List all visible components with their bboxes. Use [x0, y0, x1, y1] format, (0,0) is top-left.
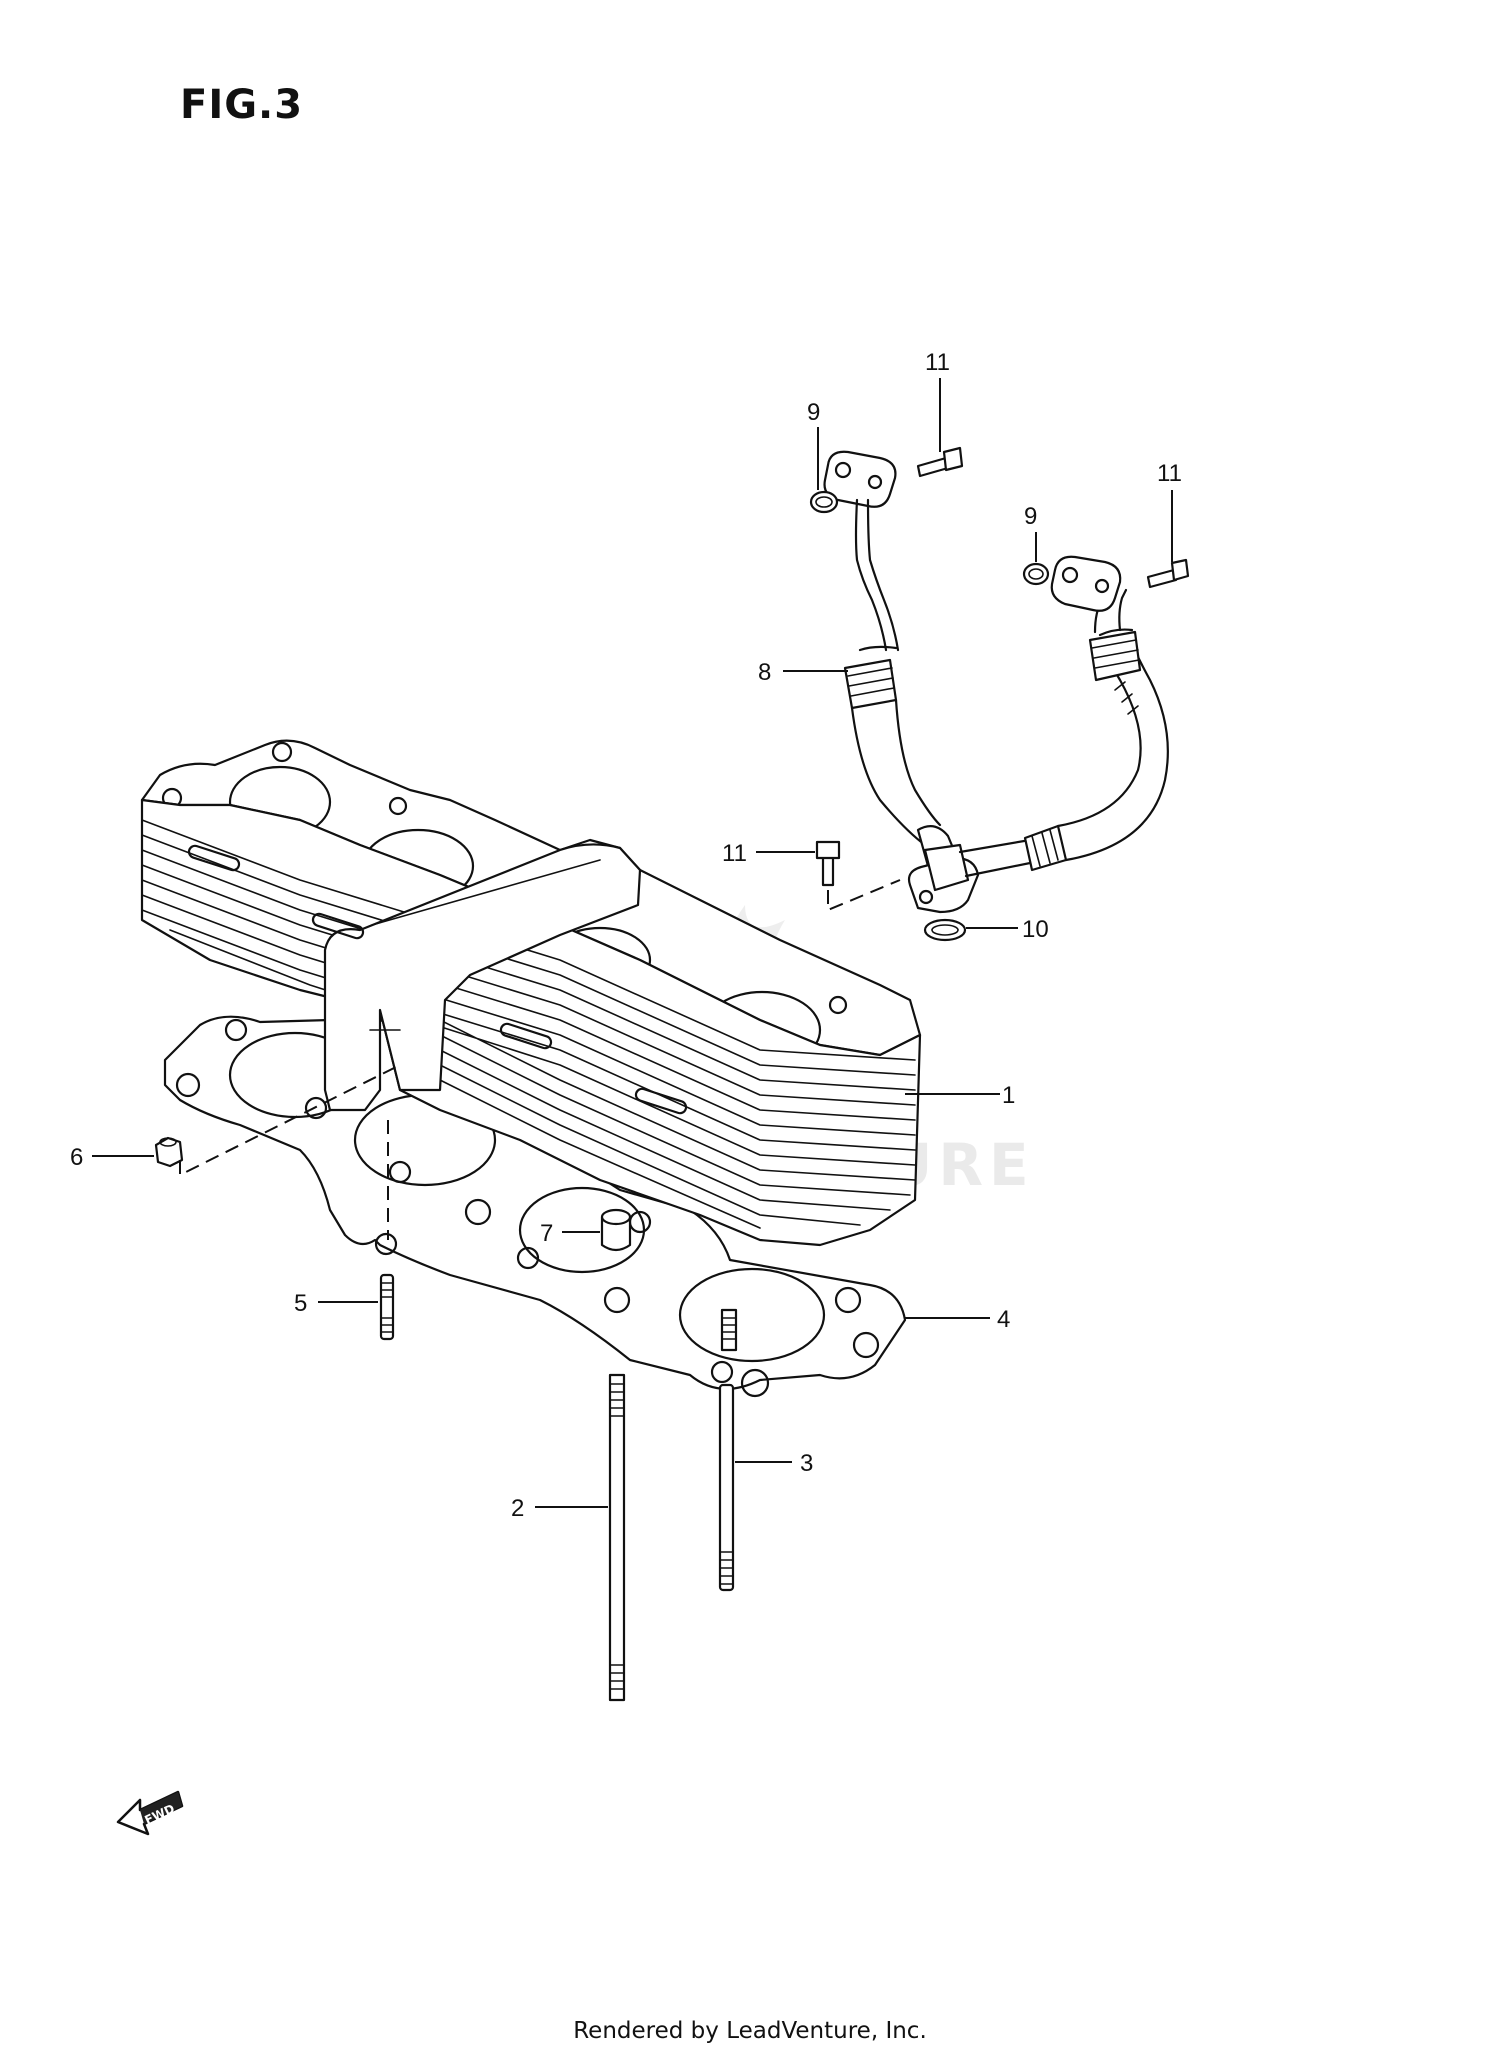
callout-8: 8 [758, 659, 771, 686]
part-2-long-stud[interactable] [608, 1373, 626, 1702]
part-9-o-ring-left[interactable] [809, 490, 839, 514]
callout-2: 2 [511, 1495, 524, 1522]
callout-7: 7 [540, 1220, 553, 1247]
part-11-bolt-right[interactable] [1146, 558, 1190, 589]
part-1-cylinder-block[interactable] [140, 739, 922, 1247]
callout-11-right: 11 [1157, 460, 1182, 487]
part-10-o-ring[interactable] [923, 918, 967, 942]
callout-11-top: 11 [925, 349, 950, 376]
callout-3: 3 [800, 1450, 813, 1477]
part-7-dowel-pin[interactable] [600, 1208, 632, 1252]
part-5-stud[interactable] [379, 1273, 395, 1341]
callout-6: 6 [70, 1144, 83, 1171]
part-9-o-ring-right[interactable] [1022, 562, 1050, 586]
callout-10: 10 [1022, 916, 1049, 943]
assembly-line-nut [179, 1064, 401, 1177]
gasket-stud [720, 1308, 738, 1352]
callout-9-left: 9 [807, 399, 820, 426]
figure-title: FIG.3 [180, 82, 304, 128]
callout-9-right: 9 [1024, 503, 1037, 530]
part-11-bolt-top[interactable] [916, 446, 964, 478]
callout-1: 1 [1002, 1082, 1015, 1109]
fwd-arrow-icon: FWD [116, 1790, 184, 1836]
callout-11-lower: 11 [722, 840, 747, 867]
assembly-line-bolt [827, 879, 901, 912]
footer-credit: Rendered by LeadVenture, Inc. [573, 2018, 927, 2044]
part-3-stud[interactable] [718, 1383, 735, 1592]
part-11-bolt-lower[interactable] [815, 840, 841, 887]
part-8-oil-hose[interactable] [823, 450, 1169, 914]
part-6-nut[interactable] [154, 1136, 184, 1168]
callout-4: 4 [997, 1306, 1010, 1333]
callout-5: 5 [294, 1290, 307, 1317]
